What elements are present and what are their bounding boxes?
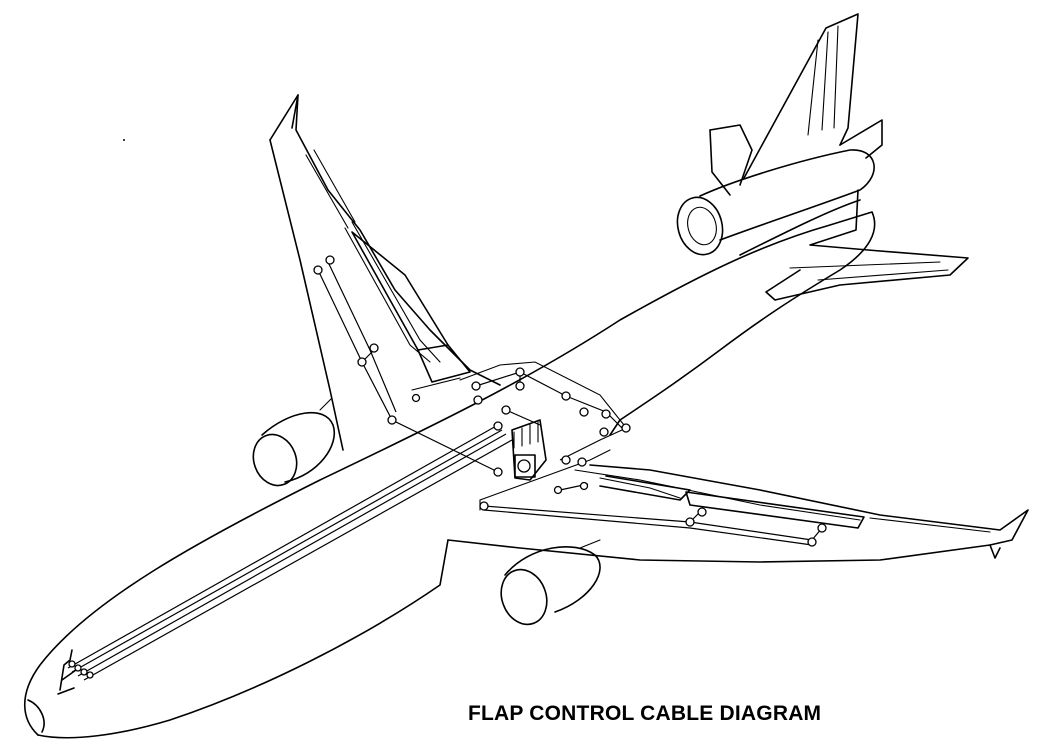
cable-pulleys <box>313 255 827 547</box>
right-wing <box>447 464 1029 563</box>
tail-section <box>676 13 883 256</box>
cockpit-control-lever <box>57 649 94 695</box>
left-engine <box>252 397 336 487</box>
diagram-caption: FLAP CONTROL CABLE DIAGRAM <box>468 702 822 725</box>
fuselage <box>23 199 876 739</box>
flap-quadrant <box>511 419 547 481</box>
right-engine <box>500 539 601 626</box>
artifact-dot <box>123 139 125 141</box>
horizontal-stabilizer <box>765 189 969 301</box>
left-wing <box>269 94 501 451</box>
control-cables <box>67 261 823 681</box>
